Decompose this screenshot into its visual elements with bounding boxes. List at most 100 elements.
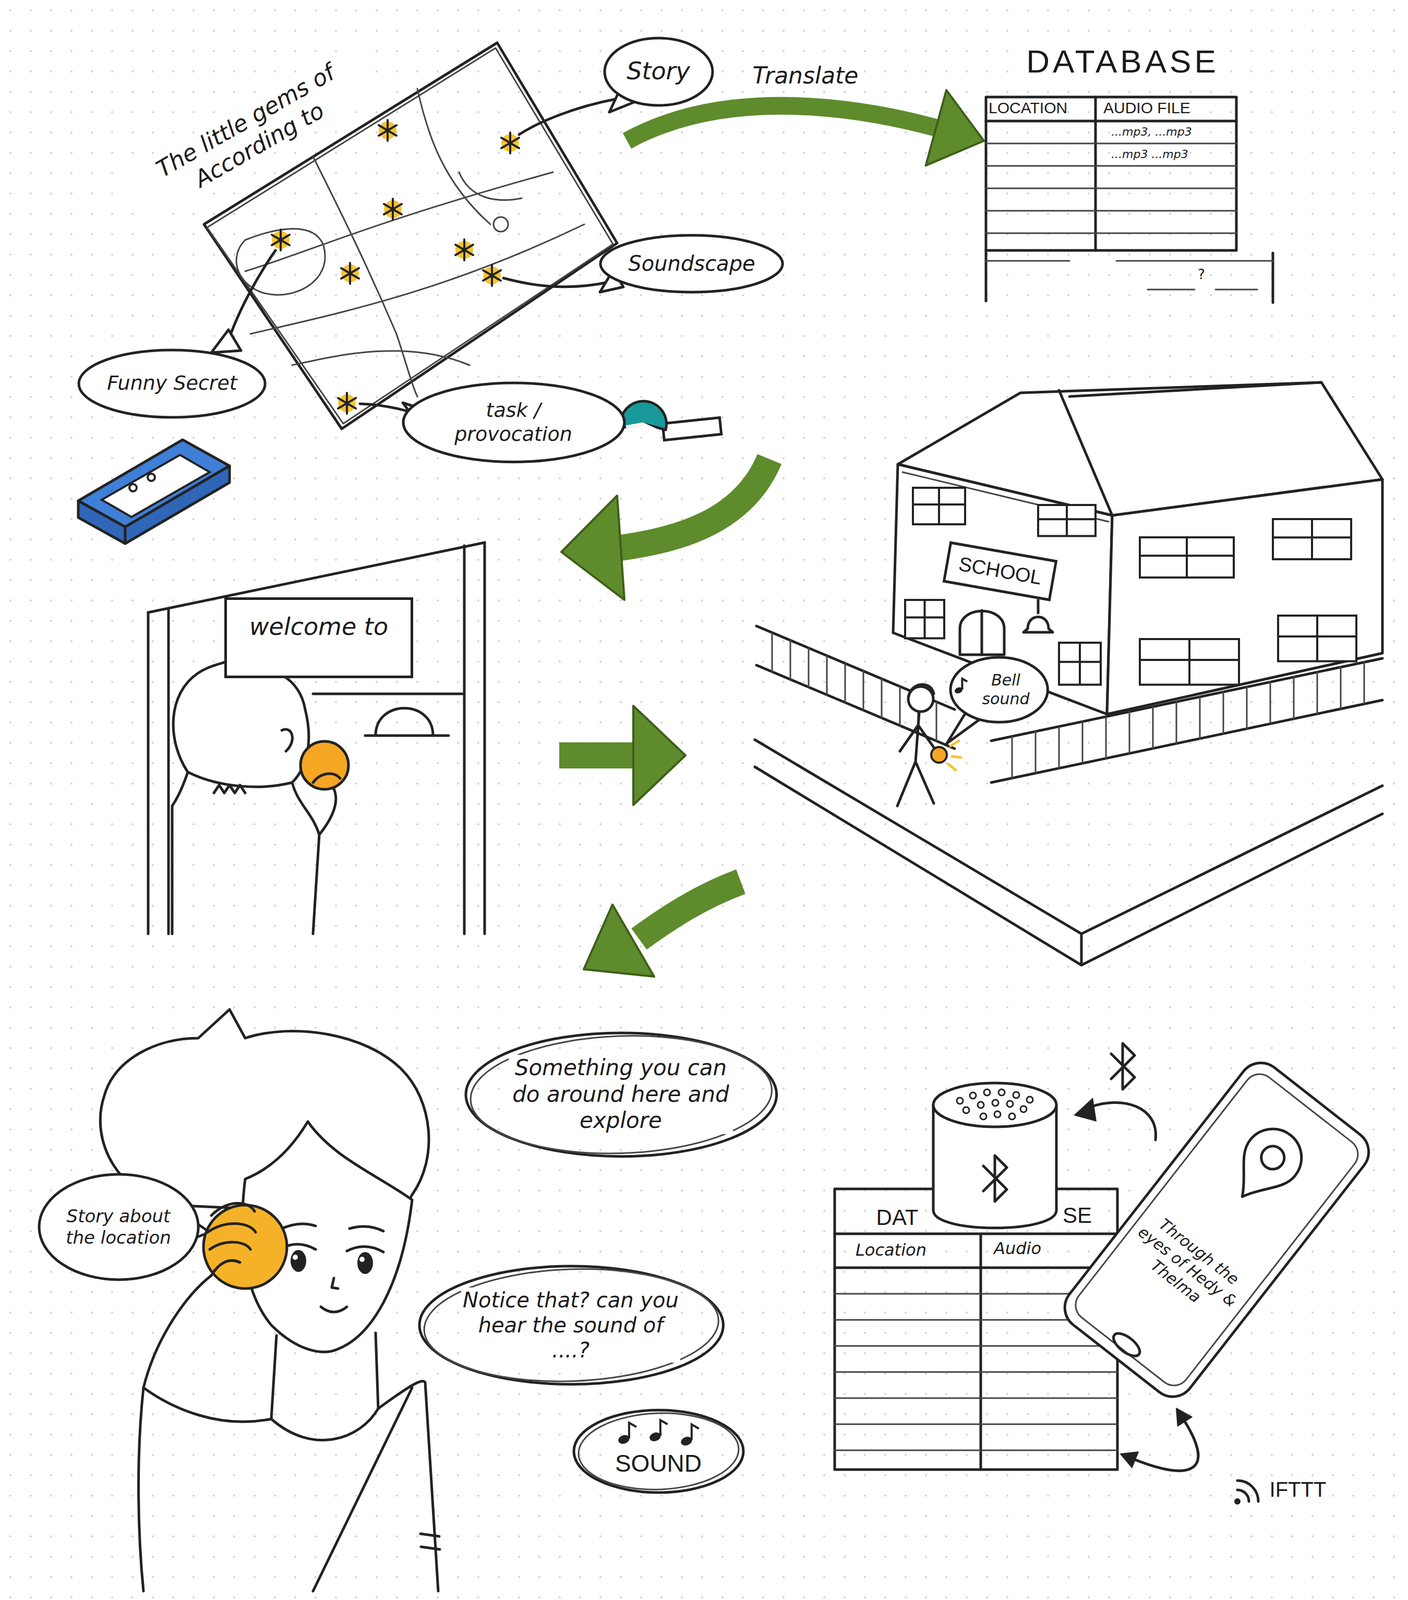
girl-portrait — [271, 1408, 379, 1440]
fortune-cookie — [662, 417, 722, 441]
smartphone — [1219, 1117, 1314, 1215]
welcome-scene — [281, 729, 293, 752]
green-flow-arrows — [559, 459, 770, 977]
welcome-scene — [313, 773, 341, 783]
node-text: Bell sound — [974, 670, 1038, 709]
speech-bubble: Bell sound — [948, 655, 1050, 725]
bubble-leader-lines — [211, 329, 242, 353]
bubble-outline — [422, 1264, 721, 1387]
bubble-leader-lines — [519, 99, 616, 135]
school-building — [991, 658, 1383, 783]
connector-line — [1133, 1419, 1199, 1471]
city-map — [383, 198, 402, 220]
school-building — [1012, 662, 1365, 779]
welcome-scene — [300, 741, 349, 790]
school-building — [772, 632, 937, 741]
node-text: DAT — [875, 1204, 920, 1231]
blue-box — [101, 454, 210, 517]
blue-box — [129, 484, 137, 492]
city-map — [459, 172, 522, 200]
city-map — [271, 229, 290, 251]
smartphone: Through the eyes of Hedy & Thelma — [1055, 1054, 1378, 1406]
school-building — [931, 747, 947, 763]
database-table-top — [985, 260, 1273, 290]
girl-portrait — [143, 1275, 212, 1388]
city-map — [501, 132, 520, 154]
welcome-scene — [148, 542, 485, 934]
speech-bubble: Funny Secret — [76, 347, 268, 420]
music-note — [659, 1419, 668, 1436]
speech-bubble: Story — [602, 35, 715, 108]
welcome-scene — [319, 788, 336, 835]
bluetooth-speaker — [992, 1099, 999, 1106]
bubble-outline — [403, 382, 625, 462]
bluetooth-speaker — [1026, 1096, 1033, 1103]
node-text: The little gems of According to — [121, 41, 384, 225]
school-building — [980, 610, 984, 655]
bluetooth-speaker — [969, 1092, 977, 1099]
bluetooth-speaker — [1008, 1113, 1016, 1120]
school-building — [908, 684, 934, 697]
city-map — [493, 217, 509, 232]
bubble-outline — [573, 1410, 744, 1493]
bluetooth-speaker — [933, 1082, 1057, 1229]
bluetooth-speaker — [933, 1082, 1057, 1127]
thought-bubble: Notice that? can you hear the sound of .… — [417, 1264, 726, 1387]
welcome-scene — [313, 693, 465, 736]
database-table-top — [985, 250, 1273, 303]
blue-box — [147, 473, 155, 481]
smartphone — [1055, 1053, 1378, 1406]
city-map — [483, 265, 501, 286]
arrow-head — [925, 90, 984, 166]
school-building — [1037, 599, 1040, 613]
node-text: Something you can do around here and exp… — [508, 1054, 733, 1134]
table-cell-text: LOCATION — [988, 99, 1068, 118]
music-note — [628, 1422, 636, 1439]
music-note — [691, 1424, 699, 1441]
flow-connector — [1120, 1408, 1199, 1472]
table-cell-text: Audio — [993, 1238, 1042, 1259]
database-table-bottom — [834, 1233, 1118, 1470]
music-note — [961, 678, 968, 690]
bluetooth-speaker — [1013, 1091, 1020, 1099]
database-table: DATSE — [834, 1188, 1118, 1470]
node-text: task / provocation — [435, 398, 592, 447]
bluetooth-speaker — [994, 1111, 1001, 1118]
connector-line — [627, 105, 938, 141]
database-table: DATABASE — [985, 36, 1273, 308]
wireless-symbols — [1073, 1097, 1097, 1122]
girl-portrait — [378, 1380, 439, 1592]
database-table-top — [985, 97, 1237, 251]
girl-portrait — [207, 1202, 256, 1276]
connector-label: IFTTT — [1266, 1477, 1330, 1502]
table-cell-text: AUDIO FILE — [1103, 99, 1191, 118]
bluetooth-speaker — [963, 1106, 970, 1114]
school-building — [1272, 519, 1352, 560]
bubble-outline — [950, 657, 1048, 722]
smartphone — [1109, 1329, 1144, 1361]
wireless-symbols — [1237, 1480, 1259, 1502]
sound-bubble: SOUND — [571, 1408, 746, 1495]
green-flow-arrows — [633, 705, 686, 805]
node-text: Through the eyes of Hedy & Thelma — [1120, 1206, 1255, 1328]
school-building — [905, 599, 945, 639]
database-table-bottom — [834, 1188, 1118, 1470]
school-building — [1038, 504, 1096, 537]
city-map — [378, 119, 397, 141]
girl-portrait — [359, 1256, 365, 1262]
green-flow-arrows — [639, 881, 741, 940]
node-text: Funny Secret — [106, 371, 238, 396]
smartphone — [1069, 1067, 1365, 1392]
speech-bubble: task / provocation — [401, 380, 627, 464]
bluetooth-speaker — [956, 1089, 1033, 1120]
wireless-symbols — [1073, 1043, 1259, 1505]
school-building — [756, 626, 955, 749]
bubble-outline — [600, 235, 783, 293]
bluetooth-speaker — [1020, 1105, 1027, 1113]
fortune-cookie — [620, 401, 721, 441]
bluetooth-speaker — [1006, 1100, 1014, 1107]
welcome-scene — [213, 785, 246, 793]
girl-portrait — [100, 1009, 440, 1592]
bluetooth-speaker — [980, 1113, 987, 1120]
